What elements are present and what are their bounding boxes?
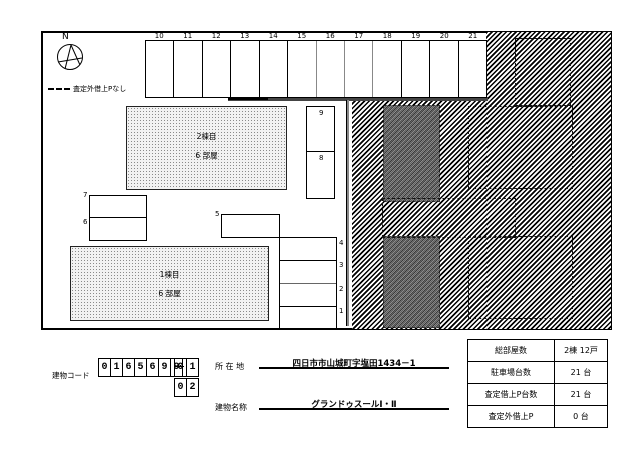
- table-cell-value: 21 台: [554, 361, 608, 384]
- stall-number: 9: [319, 109, 324, 117]
- table-cell-value: 0 台: [554, 405, 608, 428]
- table-cell-value: 2棟 12戸: [554, 339, 608, 362]
- stall-number: 14: [268, 32, 278, 40]
- parking-stall-20: [430, 41, 459, 97]
- code-digit: 2: [189, 382, 196, 393]
- stall-number: 1: [339, 307, 344, 315]
- code-connector: [174, 366, 184, 367]
- stall-number: 11: [183, 32, 193, 40]
- top-stall-row: 10 11 12 13 14 15 16 17 18 19 20 21: [145, 32, 487, 98]
- code-digit: 0: [99, 359, 111, 376]
- parking-stall-19: [402, 41, 431, 97]
- building-name-label: 建物名称: [215, 403, 247, 412]
- parking-stall-4: [280, 238, 336, 261]
- table-cell-label: 駐車場台数: [467, 361, 555, 384]
- parking-stall-16: [317, 41, 345, 97]
- parking-stall-11: [174, 41, 203, 97]
- hatched-block-top: [515, 38, 571, 106]
- building-2-name: 2棟目: [196, 132, 217, 141]
- code-digit: 9: [173, 362, 180, 373]
- code-digit: 5: [135, 359, 147, 376]
- stall-number: 4: [339, 239, 344, 247]
- stall-number: 21: [468, 32, 478, 40]
- parking-stall-9: 9: [306, 106, 335, 152]
- bottom-stall-column: [279, 237, 337, 328]
- table-cell-label: 査定外借上P: [467, 405, 555, 428]
- table-row: 査定外借上P 0 台: [467, 405, 608, 428]
- stall-number: 3: [339, 261, 344, 269]
- excluded-area: [486, 32, 611, 329]
- table-cell-value: 21 台: [554, 383, 608, 406]
- building-code-suffix-1: 0 1: [174, 358, 199, 377]
- building-code: 0 1 6 5 6 9 9: [98, 358, 183, 377]
- stall-number: 6: [83, 218, 88, 226]
- parking-stall-15: [288, 41, 317, 97]
- table-cell-label: 査定借上P台数: [467, 383, 555, 406]
- north-compass: N: [52, 33, 88, 73]
- dash-line-icon: [48, 88, 70, 90]
- hatched-stalls-upper: [383, 105, 440, 202]
- stall-number: 18: [382, 32, 392, 40]
- stall-number: 5: [215, 210, 220, 218]
- address-value: 四日市市山城町字塩田1434－1: [259, 357, 449, 369]
- table-row: 総部屋数 2棟 12戸: [467, 339, 608, 362]
- building-1-name: 1棟目: [159, 270, 180, 279]
- parking-stall-1: [280, 307, 336, 329]
- parking-stall-14: [260, 41, 289, 97]
- stall-number: 19: [411, 32, 421, 40]
- parking-stall-17: [345, 41, 374, 97]
- stall-number: 13: [240, 32, 250, 40]
- code-digit: 0: [175, 359, 187, 376]
- code-digit: 1: [189, 362, 196, 373]
- table-row: 駐車場台数 21 台: [467, 361, 608, 384]
- summary-table: 総部屋数 2棟 12戸 駐車場台数 21 台 査定借上P台数 21 台 査定外借…: [467, 339, 608, 428]
- building-1: 1棟目 6 部屋: [70, 246, 269, 321]
- parking-stall-7: [89, 195, 147, 218]
- stall-number: 12: [211, 32, 221, 40]
- stall-number: 2: [339, 285, 344, 293]
- stall-number: 20: [439, 32, 449, 40]
- parking-stall-3: [280, 261, 336, 284]
- building-code-suffix-2: 0 2: [174, 378, 199, 397]
- parking-stall-10: [146, 41, 175, 97]
- parking-stall-2: [280, 284, 336, 307]
- parking-stall-12: [203, 41, 232, 97]
- stall-number: 17: [354, 32, 364, 40]
- stall-number: 15: [297, 32, 307, 40]
- parking-stall-8: 8: [306, 151, 335, 199]
- code-digit: 1: [111, 359, 123, 376]
- code-digit: 0: [175, 379, 187, 396]
- building-code-label: 建物コード: [52, 371, 90, 380]
- north-label: N: [62, 32, 69, 42]
- vertical-boundary: [346, 100, 349, 326]
- building-2: 2棟目 6 部屋: [126, 106, 287, 190]
- building-name-value: グランドゥスールⅠ・Ⅱ: [259, 398, 449, 410]
- table-row: 査定借上P台数 21 台: [467, 383, 608, 406]
- address-label: 所 在 地: [215, 362, 245, 371]
- table-cell-label: 総部屋数: [467, 339, 555, 362]
- boundary-line-dark: [228, 97, 268, 100]
- hatched-stalls-lower: [383, 236, 440, 328]
- hatched-building-lower: [468, 236, 573, 319]
- code-digit: 6: [123, 359, 135, 376]
- legend-text: 査定外借上Pなし: [73, 85, 127, 93]
- boundary-line: [228, 97, 488, 101]
- legend: 査定外借上Pなし: [48, 84, 126, 94]
- stall-number: 8: [319, 154, 324, 162]
- code-digit: 9: [159, 359, 171, 376]
- parking-stall-18: [373, 41, 402, 97]
- parking-stall-6: [89, 217, 147, 241]
- parking-stall-5: [221, 214, 280, 238]
- hatched-building-upper: [468, 106, 573, 189]
- stall-number: 16: [325, 32, 335, 40]
- code-digit: 6: [147, 359, 159, 376]
- building-2-rooms: 6 部屋: [195, 151, 218, 160]
- stall-number: 7: [83, 191, 88, 199]
- compass-icon: [57, 44, 83, 70]
- stall-number: 10: [154, 32, 164, 40]
- building-1-rooms: 6 部屋: [158, 289, 181, 298]
- parking-stall-13: [231, 41, 260, 97]
- hatched-block-mid: [382, 198, 516, 238]
- parking-stall-21: [459, 41, 486, 97]
